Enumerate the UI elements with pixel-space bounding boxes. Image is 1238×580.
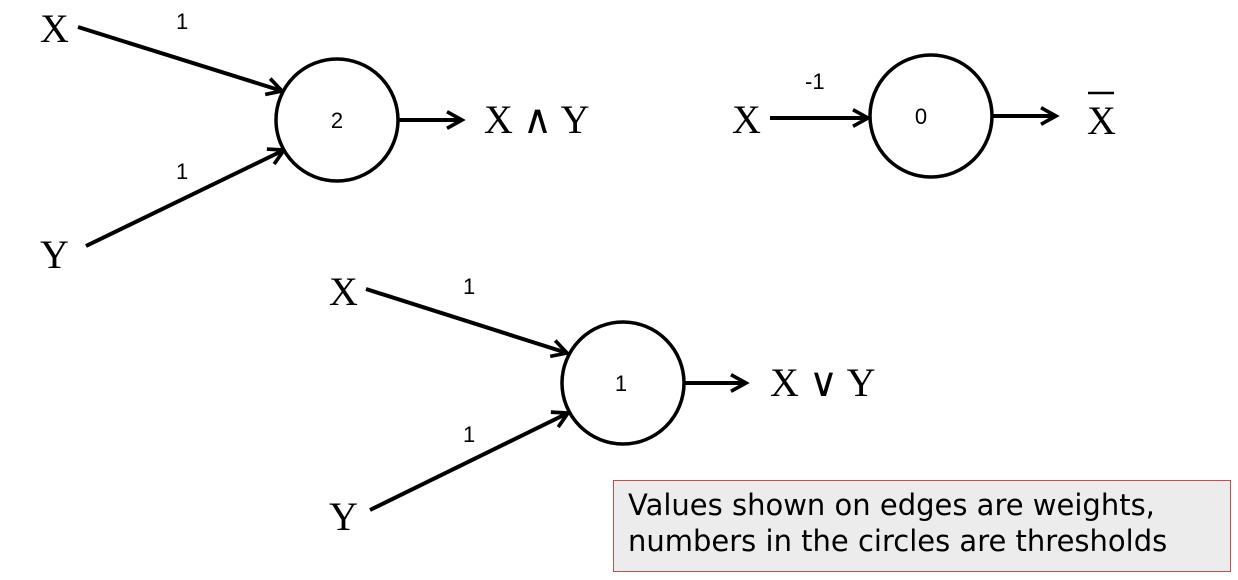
or-output: X ∨ Y: [770, 360, 876, 405]
not-node-circle: [868, 53, 994, 179]
or-weight-x: 1: [463, 274, 475, 299]
not-weight-x: -1: [805, 69, 825, 94]
or-edge-y: [369, 413, 568, 512]
and-weight-x: 1: [176, 9, 188, 34]
or-edge-x: [365, 287, 567, 353]
and-input-x: X: [40, 6, 69, 51]
legend-note-line-2: numbers in the circles are thresholds: [628, 524, 1168, 558]
and-threshold: 2: [331, 108, 343, 133]
and-edge-x: [77, 25, 282, 91]
legend-note-line-1: Values shown on edges are weights,: [628, 488, 1155, 522]
legend-note: Values shown on edges are weights, numbe…: [613, 480, 1231, 572]
not-threshold: 0: [915, 104, 927, 129]
or-weight-y: 1: [463, 422, 475, 447]
and-neuron: X Y 1 1 2 X ∧ Y: [40, 6, 590, 277]
not-output: X: [1087, 98, 1116, 143]
and-edge-y: [85, 150, 284, 248]
and-output: X ∧ Y: [484, 97, 590, 142]
and-input-y: Y: [40, 232, 69, 277]
or-neuron: X Y 1 1 1 X ∨ Y: [329, 269, 876, 539]
or-input-x: X: [329, 269, 358, 314]
not-neuron: X -1 0 X: [732, 53, 1116, 179]
and-weight-y: 1: [176, 159, 188, 184]
or-threshold: 1: [615, 371, 627, 396]
or-input-y: Y: [329, 494, 358, 539]
not-input-x: X: [732, 97, 761, 142]
